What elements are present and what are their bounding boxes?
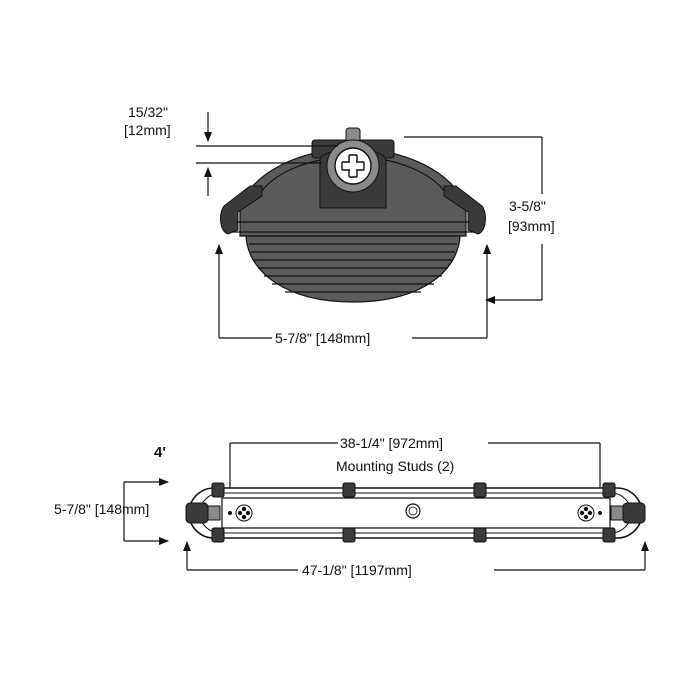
- height-dim-metric-label: [93mm]: [508, 218, 555, 234]
- lip-dim-metric-label: [12mm]: [124, 122, 171, 138]
- side-width-dim-label: 5-7/8" [148mm]: [54, 501, 149, 517]
- fixture-body-top-view: [185, 482, 646, 543]
- mounting-stud-left: [228, 504, 253, 522]
- clip: [473, 482, 487, 498]
- mounting-studs-label: Mounting Studs (2): [336, 458, 454, 474]
- lens-diffuser: [245, 235, 461, 303]
- clip: [602, 482, 616, 498]
- center-knockout: [405, 503, 421, 519]
- end-cap-hub: [311, 127, 395, 209]
- clip: [602, 527, 616, 543]
- clip: [473, 527, 487, 543]
- end-view: 15/32" [12mm] 3-5/8" [93mm] 5-7/8" [148m…: [124, 104, 555, 346]
- end-width-dim-label: 5-7/8" [148mm]: [275, 330, 370, 346]
- clip: [342, 527, 356, 543]
- size-label: 4': [154, 444, 166, 461]
- stud-spacing-dimension: 38-1/4" [972mm] Mounting Studs (2): [229, 435, 601, 508]
- stud-spacing-dim-label: 38-1/4" [972mm]: [340, 435, 443, 451]
- length-dimension: 47-1/8" [1197mm]: [183, 541, 649, 578]
- side-width-dimension: 5-7/8" [148mm]: [54, 478, 169, 545]
- lip-dimension: 15/32" [12mm]: [124, 104, 338, 196]
- clip: [342, 482, 356, 498]
- clip: [211, 527, 225, 543]
- side-view: 4' 38-1/4" [972mm] Mounting Studs (2): [54, 435, 649, 578]
- mounting-bracket: [220, 185, 486, 235]
- lip-dim-label: 15/32": [128, 104, 168, 120]
- height-dim-label: 3-5/8": [509, 198, 546, 214]
- height-dimension: 3-5/8" [93mm]: [404, 136, 555, 304]
- clip: [211, 482, 225, 498]
- mounting-stud-right: [577, 504, 602, 522]
- length-dim-label: 47-1/8" [1197mm]: [302, 562, 412, 578]
- end-width-dimension: 5-7/8" [148mm]: [215, 244, 491, 346]
